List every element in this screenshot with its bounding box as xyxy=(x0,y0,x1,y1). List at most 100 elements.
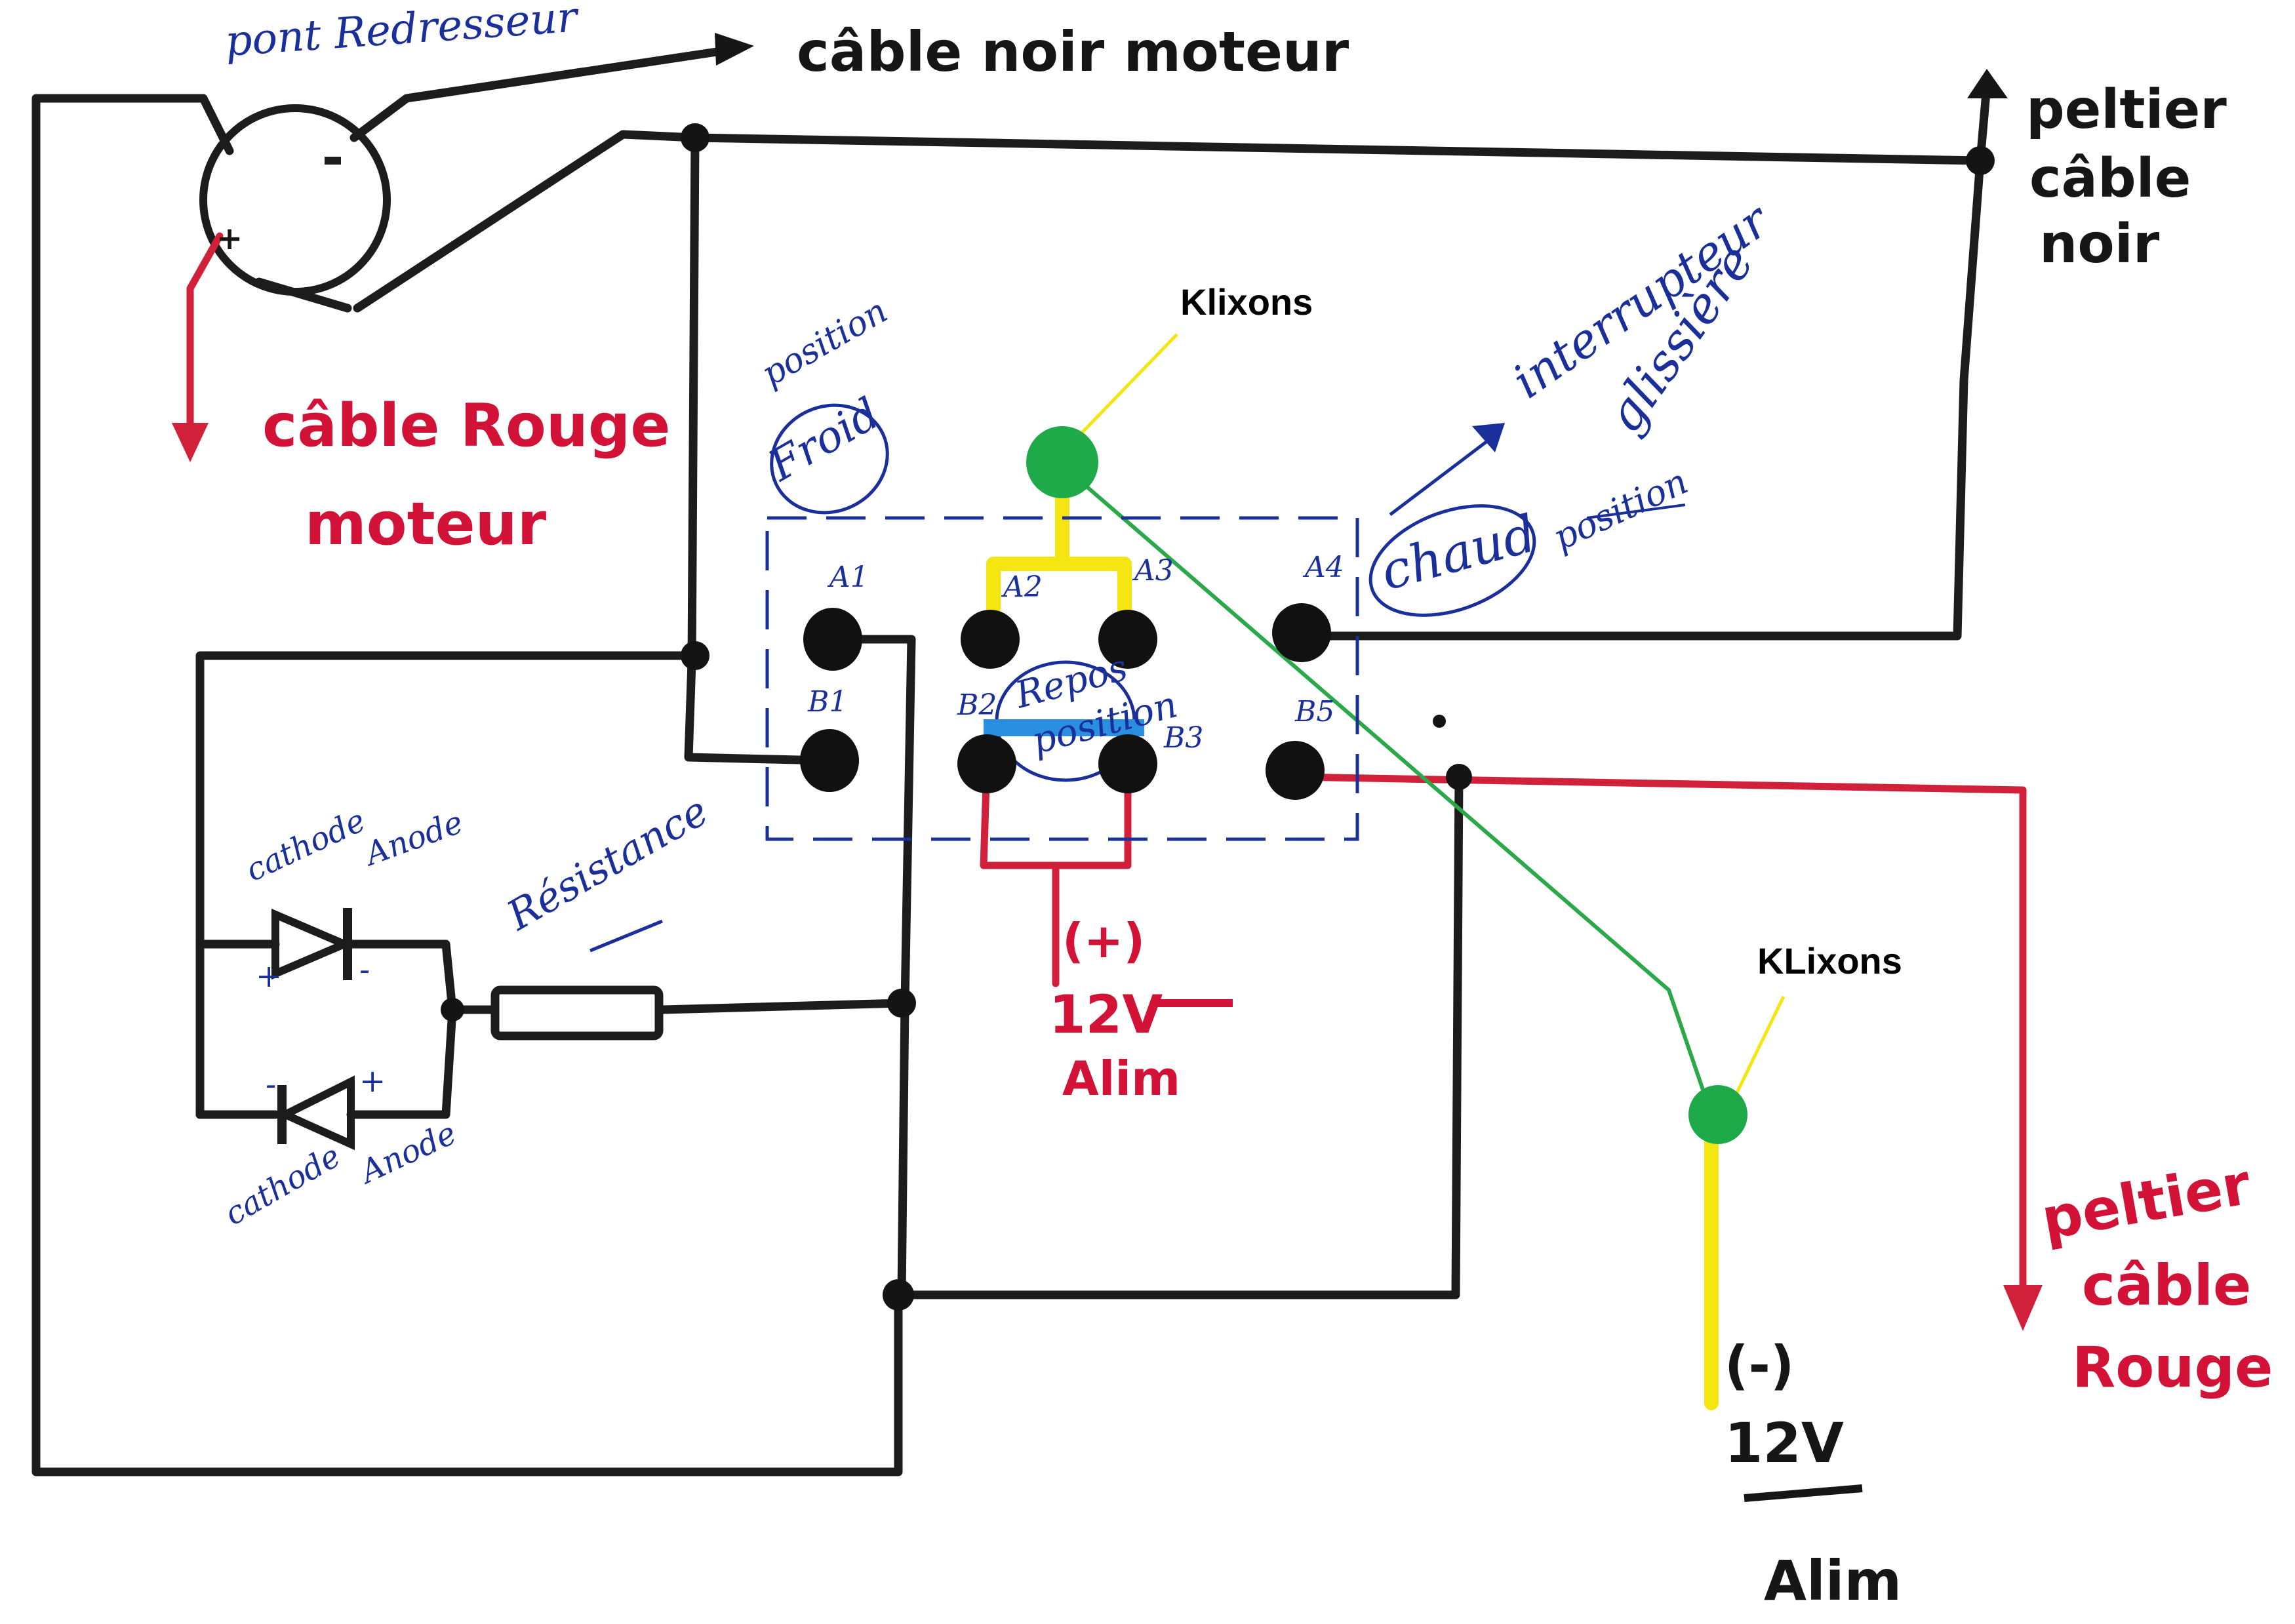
label-peltier-noir-line1: peltier xyxy=(2026,79,2227,141)
wire-klixon-top-right xyxy=(1055,557,1132,637)
label-klixons-top: Klixons xyxy=(1180,281,1313,323)
wire-bridge-right xyxy=(349,45,739,142)
arrow-noir-moteur xyxy=(715,33,754,66)
label-froid: Froid xyxy=(760,388,888,491)
wire-diode-top-right xyxy=(343,940,500,1014)
diode-network xyxy=(195,908,664,1151)
node-top-right xyxy=(1966,146,1995,175)
switch-terminals xyxy=(800,603,1331,800)
terminal-b5-dot xyxy=(1266,741,1325,800)
arrow-peltier-noir xyxy=(1967,69,2008,98)
wire-top-rail xyxy=(690,133,1985,165)
label-a2: A2 xyxy=(1001,570,1043,604)
arrow-interrupteur-head xyxy=(1472,423,1505,452)
label-cathode-bottom: cathode xyxy=(218,1138,347,1233)
klixon-top-dot xyxy=(1026,426,1098,498)
froid-ellipse xyxy=(770,403,889,515)
wire-klixon-top xyxy=(986,458,1069,637)
label-minus-alim-line3: Alim xyxy=(1764,1549,1902,1613)
red-wires xyxy=(172,232,2043,1331)
wire-a1 xyxy=(835,635,916,1299)
arrow-peltier-rouge xyxy=(2003,1285,2043,1331)
wire-peltier-rouge xyxy=(1291,773,2027,1322)
switch-outline xyxy=(765,516,1359,841)
node-resistance xyxy=(887,989,916,1018)
wire-bridge-bottom xyxy=(254,277,352,313)
label-bridge-plus: + xyxy=(216,220,243,257)
label-chaud: chaud xyxy=(1375,504,1543,602)
label-peltier-rouge-line2: câble xyxy=(2082,1253,2251,1318)
yellow-wires xyxy=(986,458,1719,1410)
wire-bridge-lower xyxy=(353,130,700,313)
terminal-b2-dot xyxy=(957,734,1016,793)
label-peltier-rouge-line3: Rouge xyxy=(2072,1335,2273,1400)
wire-top-node-to-b1 xyxy=(684,133,831,765)
label-peltier-noir-line2: câble xyxy=(2029,148,2191,210)
terminal-a2-dot xyxy=(961,610,1020,669)
diode-top xyxy=(271,908,355,980)
label-a1: A1 xyxy=(827,561,869,594)
junction-nodes xyxy=(441,123,1995,1311)
label-klixons-bottom: KLixons xyxy=(1757,940,1902,981)
wire-klixon-link xyxy=(1061,464,1713,1115)
label-b3: B3 xyxy=(1163,721,1203,755)
label-diode-top-minus: - xyxy=(359,951,370,988)
black-wires xyxy=(31,45,1991,1476)
label-anode-top: Anode xyxy=(358,804,468,874)
label-plus-alim-line3: Alim xyxy=(1062,1051,1180,1106)
label-position-chaud: position xyxy=(1547,460,1694,558)
node-b5-red xyxy=(1446,764,1472,790)
label-a4: A4 xyxy=(1302,551,1344,584)
arrow-rouge-moteur xyxy=(172,423,209,462)
wire-resistance-out xyxy=(658,999,906,1014)
klixon-bottom-dot xyxy=(1688,1085,1747,1144)
label-b2: B2 xyxy=(957,688,997,722)
label-pont-redresseur: pont Redresseur xyxy=(224,0,581,66)
label-cable-rouge-line2: moteur xyxy=(305,490,547,559)
label-cable-noir-moteur: câble noir moteur xyxy=(797,20,1349,84)
node-bottom xyxy=(883,1279,914,1311)
node-dot-small xyxy=(1433,715,1446,728)
terminal-a4-dot xyxy=(1272,603,1331,662)
label-plus-alim-line1: (+) xyxy=(1062,913,1145,968)
wire-peltier-noir xyxy=(1290,81,1991,641)
label-peltier-rouge-line1: peltier xyxy=(2037,1151,2256,1252)
node-diode-join xyxy=(441,998,464,1021)
label-b5: B5 xyxy=(1294,695,1334,728)
minus-alim-dc-mark xyxy=(1744,1484,1863,1502)
label-a3: A3 xyxy=(1132,554,1174,587)
resistor xyxy=(490,985,664,1040)
node-b1-rail xyxy=(681,641,709,670)
wire-outer-loop xyxy=(31,94,903,1476)
label-cable-rouge-line1: câble Rouge xyxy=(262,391,670,460)
arrow-interrupteur xyxy=(1389,431,1500,516)
bridge-rectifier xyxy=(199,104,391,296)
label-diode-bottom-minus: - xyxy=(266,1066,276,1103)
terminal-b1-dot xyxy=(800,729,859,792)
chaud-ellipse xyxy=(1368,504,1536,617)
position-chaud-underline xyxy=(1586,504,1686,519)
label-anode-bottom: Anode xyxy=(353,1115,462,1191)
terminal-a3-dot xyxy=(1098,610,1157,669)
label-cathode-top: cathode xyxy=(240,802,370,889)
terminal-a1-dot xyxy=(803,608,862,671)
diode-bottom xyxy=(276,1075,355,1151)
callout-klixons-bottom xyxy=(1729,995,1786,1106)
wire-bottom-right xyxy=(897,772,1464,1299)
label-b1: B1 xyxy=(807,685,847,719)
callout-klixons-top xyxy=(1081,333,1178,434)
label-diode-bottom-plus: + xyxy=(359,1063,386,1099)
resistance-underline xyxy=(589,919,663,953)
wire-rouge-moteur xyxy=(186,232,224,456)
label-plus-alim-line2: 12V xyxy=(1049,984,1163,1045)
label-minus-alim-line1: (-) xyxy=(1725,1335,1794,1396)
label-resistance: Résistance xyxy=(498,787,716,940)
label-minus-alim-line2: 12V xyxy=(1725,1411,1844,1475)
terminal-b3-dot xyxy=(1098,734,1157,793)
label-position-froid: position xyxy=(755,291,894,394)
node-top-left xyxy=(681,123,709,152)
label-diode-top-plus: + xyxy=(256,958,282,995)
label-peltier-noir-line3: noir xyxy=(2039,213,2160,275)
wire-diode-bottom-right xyxy=(346,1005,457,1119)
